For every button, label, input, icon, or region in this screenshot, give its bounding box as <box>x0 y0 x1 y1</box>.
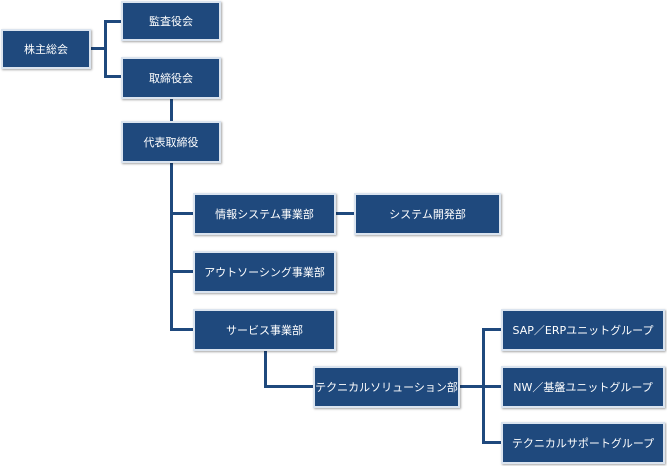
node-system-development-dept: システム開発部 <box>354 193 501 235</box>
connector-to-sap <box>482 328 502 331</box>
connector-shareholders-stub <box>90 47 105 50</box>
node-outsourcing-division: アウトソーシング事業部 <box>193 251 336 293</box>
connector-to-audit <box>104 20 122 23</box>
connector-shareholders-vertical <box>104 20 107 77</box>
node-audit-board: 監査役会 <box>121 1 221 41</box>
connector-rep-trunk <box>170 162 173 331</box>
connector-info-to-sysdev <box>335 212 355 215</box>
connector-to-board <box>104 75 122 78</box>
connector-to-info-systems <box>170 212 194 215</box>
node-representative-director: 代表取締役 <box>121 121 221 163</box>
node-board-of-directors: 取締役会 <box>121 57 221 99</box>
node-info-systems-division: 情報システム事業部 <box>193 193 336 235</box>
node-technical-solutions-dept: テクニカルソリューション部 <box>313 366 460 408</box>
connector-to-service <box>170 328 194 331</box>
connector-to-outsourcing <box>170 270 194 273</box>
node-nw-infra-group: NW／基盤ユニットグループ <box>501 366 665 408</box>
node-technical-support-group: テクニカルサポートグループ <box>501 422 665 464</box>
connector-service-down <box>264 350 267 387</box>
node-shareholders-meeting: 株主総会 <box>1 29 91 69</box>
connector-to-techsupport <box>482 441 502 444</box>
connector-techsol-stub <box>459 385 483 388</box>
connector-service-to-techsol <box>264 385 314 388</box>
node-sap-erp-group: SAP／ERPユニットグループ <box>501 309 665 351</box>
node-service-division: サービス事業部 <box>193 309 336 351</box>
connector-to-nw <box>482 385 502 388</box>
connector-board-to-rep <box>170 98 173 122</box>
